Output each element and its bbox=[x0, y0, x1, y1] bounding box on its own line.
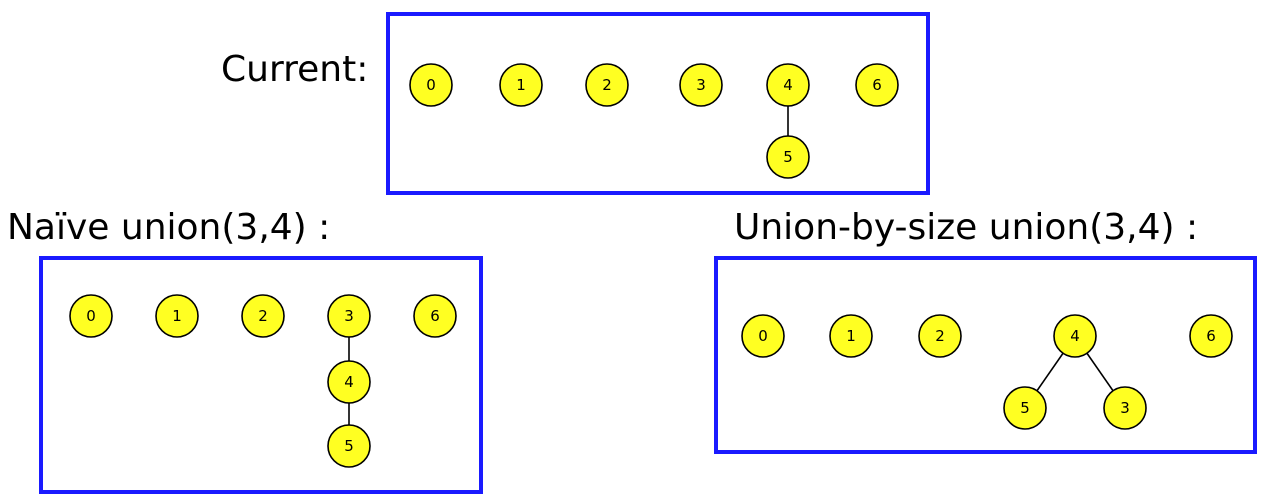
node-circle bbox=[679, 63, 723, 107]
current-tree: 0 1 2 3 4 5 6 bbox=[409, 63, 899, 179]
node-label: 2 bbox=[602, 76, 612, 94]
current-label: Current: bbox=[221, 49, 369, 90]
node-2: 2 bbox=[585, 63, 629, 107]
node-circle bbox=[499, 63, 543, 107]
node-circle bbox=[327, 424, 371, 468]
node-label: 1 bbox=[516, 76, 526, 94]
node-label: 5 bbox=[344, 437, 354, 455]
node-circle bbox=[918, 314, 962, 358]
node-6: 6 bbox=[855, 63, 899, 107]
union-by-size-panel: 0 1 2 4 5 3 6 bbox=[714, 256, 1257, 454]
node-3: 3 bbox=[327, 294, 371, 338]
node-label: 0 bbox=[86, 307, 96, 325]
node-5: 5 bbox=[1003, 386, 1047, 430]
union-by-size-label: Union-by-size union(3,4) : bbox=[734, 207, 1199, 248]
node-label: 3 bbox=[1120, 399, 1130, 417]
naive-union-panel: 0 1 2 3 4 5 6 bbox=[39, 256, 483, 494]
node-circle bbox=[241, 294, 285, 338]
node-label: 4 bbox=[783, 76, 793, 94]
node-label: 1 bbox=[846, 327, 856, 345]
node-circle bbox=[1053, 314, 1097, 358]
node-1: 1 bbox=[499, 63, 543, 107]
node-circle bbox=[829, 314, 873, 358]
node-label: 1 bbox=[172, 307, 182, 325]
node-label: 3 bbox=[344, 307, 354, 325]
node-circle bbox=[155, 294, 199, 338]
node-1: 1 bbox=[829, 314, 873, 358]
node-circle bbox=[1103, 386, 1147, 430]
naive-union-label: Naïve union(3,4) : bbox=[7, 207, 331, 248]
node-circle bbox=[766, 135, 810, 179]
node-circle bbox=[1003, 386, 1047, 430]
node-6: 6 bbox=[413, 294, 457, 338]
node-label: 4 bbox=[1070, 327, 1080, 345]
node-3: 3 bbox=[679, 63, 723, 107]
node-label: 0 bbox=[426, 76, 436, 94]
node-circle bbox=[327, 294, 371, 338]
node-label: 0 bbox=[758, 327, 768, 345]
node-circle bbox=[766, 63, 810, 107]
node-6: 6 bbox=[1189, 314, 1233, 358]
node-label: 3 bbox=[696, 76, 706, 94]
node-circle bbox=[585, 63, 629, 107]
node-circle bbox=[741, 314, 785, 358]
node-4: 4 bbox=[1053, 314, 1097, 358]
node-label: 6 bbox=[430, 307, 440, 325]
naive-union-tree: 0 1 2 3 4 5 6 bbox=[69, 294, 457, 468]
union-by-size-tree: 0 1 2 4 5 3 6 bbox=[741, 314, 1233, 430]
node-circle bbox=[69, 294, 113, 338]
node-circle bbox=[855, 63, 899, 107]
node-1: 1 bbox=[155, 294, 199, 338]
node-label: 6 bbox=[1206, 327, 1216, 345]
node-2: 2 bbox=[241, 294, 285, 338]
node-5: 5 bbox=[327, 424, 371, 468]
node-circle bbox=[1189, 314, 1233, 358]
node-0: 0 bbox=[69, 294, 113, 338]
node-0: 0 bbox=[409, 63, 453, 107]
node-0: 0 bbox=[741, 314, 785, 358]
node-label: 6 bbox=[872, 76, 882, 94]
node-2: 2 bbox=[918, 314, 962, 358]
node-4: 4 bbox=[766, 63, 810, 107]
node-label: 2 bbox=[258, 307, 268, 325]
node-circle bbox=[409, 63, 453, 107]
node-circle bbox=[413, 294, 457, 338]
node-4: 4 bbox=[327, 360, 371, 404]
node-label: 2 bbox=[935, 327, 945, 345]
node-label: 4 bbox=[344, 373, 354, 391]
node-label: 5 bbox=[1020, 399, 1030, 417]
current-panel: 0 1 2 3 4 5 6 bbox=[386, 12, 930, 195]
node-label: 5 bbox=[783, 148, 793, 166]
node-5: 5 bbox=[766, 135, 810, 179]
node-3: 3 bbox=[1103, 386, 1147, 430]
node-circle bbox=[327, 360, 371, 404]
